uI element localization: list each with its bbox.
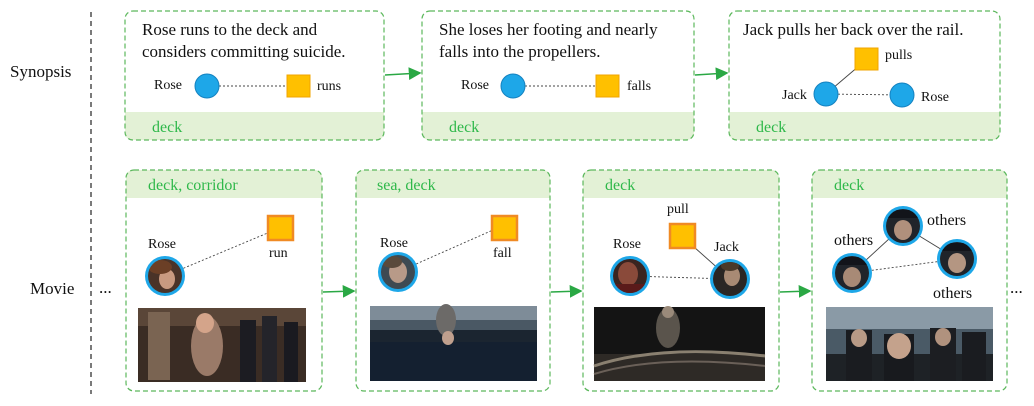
synopsis-character-label-3b: Rose bbox=[921, 90, 949, 105]
movie-character-photo-2 bbox=[378, 252, 418, 292]
movie-edge-1 bbox=[164, 231, 271, 277]
movie-scene-band-4 bbox=[812, 170, 1007, 198]
movie-arrow-3 bbox=[779, 284, 812, 298]
movie-character-photo-4a bbox=[883, 206, 923, 246]
movie-action-node-1 bbox=[266, 214, 295, 242]
movie-panel-4: deck others others others bbox=[811, 169, 1008, 392]
movie-others-label-c: others bbox=[933, 285, 972, 302]
movie-scene-label-2: sea, deck bbox=[377, 177, 436, 194]
synopsis-action-node-3 bbox=[854, 47, 879, 71]
movie-panel-border-4 bbox=[811, 169, 1008, 392]
synopsis-text-2-line-1: She loses her footing and nearly bbox=[439, 20, 658, 39]
synopsis-text-1-line-2: considers committing suicide. bbox=[142, 42, 346, 61]
synopsis-scene-band-2 bbox=[422, 112, 694, 140]
synopsis-character-label-2: Rose bbox=[461, 78, 489, 93]
synopsis-action-label-3: pulls bbox=[885, 48, 912, 63]
synopsis-panel-border-1 bbox=[124, 10, 385, 141]
movie-character-label-3b: Jack bbox=[714, 240, 739, 255]
synopsis-panel-1: Rose runs to the deck and considers comm… bbox=[124, 10, 385, 141]
movie-scene-band-3 bbox=[583, 170, 779, 198]
movie-frame-4 bbox=[826, 307, 993, 381]
synopsis-character-node-3a bbox=[813, 81, 839, 107]
movie-ellipsis-right: ... bbox=[1010, 278, 1023, 297]
movie-others-label-a: others bbox=[927, 212, 966, 229]
synopsis-scene-label-1: deck bbox=[152, 119, 182, 136]
synopsis-edge-3b bbox=[825, 93, 903, 96]
synopsis-scene-label-2: deck bbox=[449, 119, 479, 136]
movie-panel-2: sea, deck Rose fall bbox=[355, 169, 551, 392]
movie-character-label-2: Rose bbox=[380, 236, 408, 251]
synopsis-scene-label-3: deck bbox=[756, 119, 786, 136]
synopsis-character-node-1 bbox=[194, 73, 220, 99]
synopsis-text-1-line-1: Rose runs to the deck and bbox=[142, 20, 318, 39]
movie-scene-label-4: deck bbox=[834, 177, 864, 194]
movie-action-node-2 bbox=[490, 214, 519, 242]
movie-panel-border-1 bbox=[125, 169, 323, 392]
movie-panel-border-2 bbox=[355, 169, 551, 392]
synopsis-panel-2: She loses her footing and nearly falls i… bbox=[421, 10, 695, 141]
synopsis-panel-3: Jack pulls her back over the rail. pulls… bbox=[728, 10, 1001, 141]
movie-character-photo-3b bbox=[710, 259, 750, 299]
synopsis-action-node-2 bbox=[595, 74, 620, 98]
movie-action-label-2: fall bbox=[493, 246, 512, 261]
movie-action-label-3: pull bbox=[667, 202, 689, 217]
synopsis-scene-band-1 bbox=[125, 112, 384, 140]
movie-scene-band-2 bbox=[356, 170, 550, 198]
movie-scene-band-1 bbox=[126, 170, 322, 198]
movie-frame-3 bbox=[593, 306, 766, 381]
synopsis-panel-border-2 bbox=[421, 10, 695, 141]
movie-frame-2 bbox=[370, 304, 537, 381]
synopsis-text-2-line-2: falls into the propellers. bbox=[439, 42, 600, 61]
movie-action-label-1: run bbox=[269, 246, 288, 261]
movie-panel-border-3 bbox=[582, 169, 780, 392]
movie-character-photo-1 bbox=[145, 256, 185, 296]
row-label-synopsis: Synopsis bbox=[10, 62, 71, 81]
movie-character-photo-4c bbox=[937, 239, 977, 279]
synopsis-character-node-3b bbox=[889, 82, 915, 108]
synopsis-character-label-3a: Jack bbox=[782, 88, 807, 103]
movie-panel-1: deck, corridor Rose run bbox=[125, 169, 323, 392]
synopsis-action-label-2: falls bbox=[627, 79, 651, 94]
movie-arrow-2 bbox=[550, 284, 583, 298]
movie-character-photo-3a bbox=[610, 256, 650, 296]
movie-ellipsis-left: ... bbox=[99, 278, 112, 297]
synopsis-arrow-1 bbox=[384, 67, 422, 81]
synopsis-character-node-2 bbox=[500, 73, 526, 99]
synopsis-arrow-2 bbox=[694, 67, 729, 81]
movie-others-label-b: others bbox=[834, 232, 873, 249]
movie-character-label-1: Rose bbox=[148, 237, 176, 252]
synopsis-panel-border-3 bbox=[728, 10, 1001, 141]
movie-character-photo-4b bbox=[832, 253, 872, 293]
movie-scene-label-1: deck, corridor bbox=[148, 177, 238, 194]
movie-panel-3: deck pull Rose Jack bbox=[582, 169, 780, 392]
synopsis-text-3-line-1: Jack pulls her back over the rail. bbox=[743, 20, 963, 39]
movie-character-label-3a: Rose bbox=[613, 237, 641, 252]
movie-frame-1 bbox=[138, 308, 306, 382]
synopsis-action-label-1: runs bbox=[317, 79, 341, 94]
synopsis-action-node-1 bbox=[286, 74, 311, 98]
movie-arrow-1 bbox=[322, 284, 356, 298]
movie-action-node-3 bbox=[668, 222, 697, 250]
movie-scene-label-3: deck bbox=[605, 177, 635, 194]
synopsis-character-label-1: Rose bbox=[154, 78, 182, 93]
synopsis-scene-band-3 bbox=[729, 112, 1000, 140]
row-label-movie: Movie bbox=[30, 279, 74, 298]
